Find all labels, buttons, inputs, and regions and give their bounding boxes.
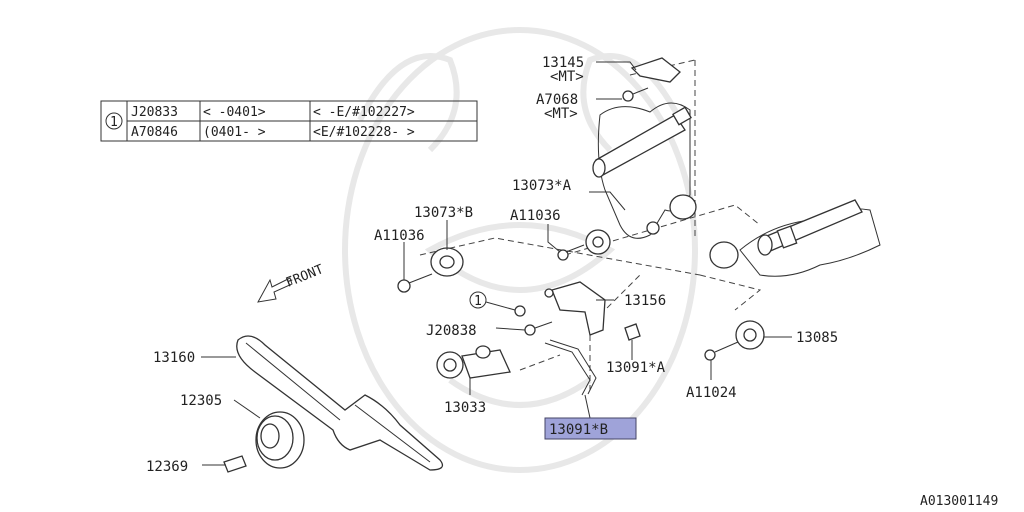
label-13145-note: <MT>	[550, 69, 584, 85]
cover-13145	[630, 57, 681, 83]
camshaft-right	[757, 199, 863, 256]
applicability-table: 1 J20833 < -0401> < -E/#102227> A70846 (…	[100, 100, 478, 142]
label-13085[interactable]: 13085	[796, 330, 838, 346]
table-marker-text: 1	[110, 115, 118, 130]
bolt-J20838	[524, 321, 553, 336]
bolt-A11024	[704, 341, 739, 361]
belt-guide-13091B	[544, 339, 597, 396]
label-13160[interactable]: 13160	[153, 350, 195, 366]
table-row-2-serial: <E/#102228- >	[313, 125, 415, 140]
label-12305[interactable]: 12305	[180, 393, 222, 409]
reference-dashes	[419, 59, 762, 390]
crank-bolt-12369	[223, 455, 247, 473]
highlighted-part-13091B[interactable]: 13091*B	[544, 417, 637, 440]
label-J20838[interactable]: J20838	[426, 323, 477, 339]
label-A7068[interactable]: A7068	[536, 92, 578, 108]
table-row-1-part: J20833	[131, 105, 178, 120]
idler-13085	[735, 320, 765, 350]
camshaft-upper	[592, 106, 692, 178]
label-circle-marker: 1	[474, 294, 482, 309]
table-circle-marker	[105, 112, 123, 130]
part-labels: 13145 <MT> A7068 <MT> 13073*A A11036 130…	[146, 55, 838, 475]
label-13156[interactable]: 13156	[624, 293, 666, 309]
front-arrow-icon	[257, 277, 293, 303]
tensioner-bracket-13156	[544, 281, 606, 336]
engine-block-outline	[597, 102, 881, 277]
idler-13073B	[430, 247, 464, 277]
circle-marker-bolt	[469, 291, 526, 317]
diagram-id: A013001149	[920, 494, 998, 509]
table-row-1-date: < -0401>	[203, 105, 266, 120]
label-A11036-upper[interactable]: A11036	[510, 208, 561, 224]
tensioner-13033	[436, 345, 511, 379]
label-A11024[interactable]: A11024	[686, 385, 737, 401]
label-13091B[interactable]: 13091*B	[549, 422, 608, 438]
timing-belt-13160	[236, 335, 444, 471]
idler-13073A	[585, 229, 611, 255]
label-12369[interactable]: 12369	[146, 459, 188, 475]
label-A11036-left[interactable]: A11036	[374, 228, 425, 244]
crank-pulley-12305	[255, 411, 305, 469]
bolt-A11036-upper	[557, 244, 585, 261]
watermark-emblem	[342, 27, 698, 473]
table-row-1-serial: < -E/#102227>	[313, 105, 415, 120]
label-13145[interactable]: 13145	[542, 55, 584, 71]
label-A7068-note: <MT>	[544, 106, 578, 122]
label-13091A[interactable]: 13091*A	[606, 360, 666, 376]
label-front: FRONT	[284, 262, 326, 291]
label-13073B[interactable]: 13073*B	[414, 205, 473, 221]
idler-upper-right	[646, 194, 739, 269]
belt-guide-13091A	[624, 323, 641, 341]
highlight-box	[544, 417, 637, 440]
bolt-A11036-left	[397, 273, 433, 293]
leader-lines	[201, 61, 792, 466]
bolt-A7068	[622, 87, 649, 102]
label-13033[interactable]: 13033	[444, 400, 486, 416]
table-row-2-date: (0401- >	[203, 125, 266, 140]
table-row-2-part: A70846	[131, 125, 178, 140]
label-13073A[interactable]: 13073*A	[512, 178, 572, 194]
